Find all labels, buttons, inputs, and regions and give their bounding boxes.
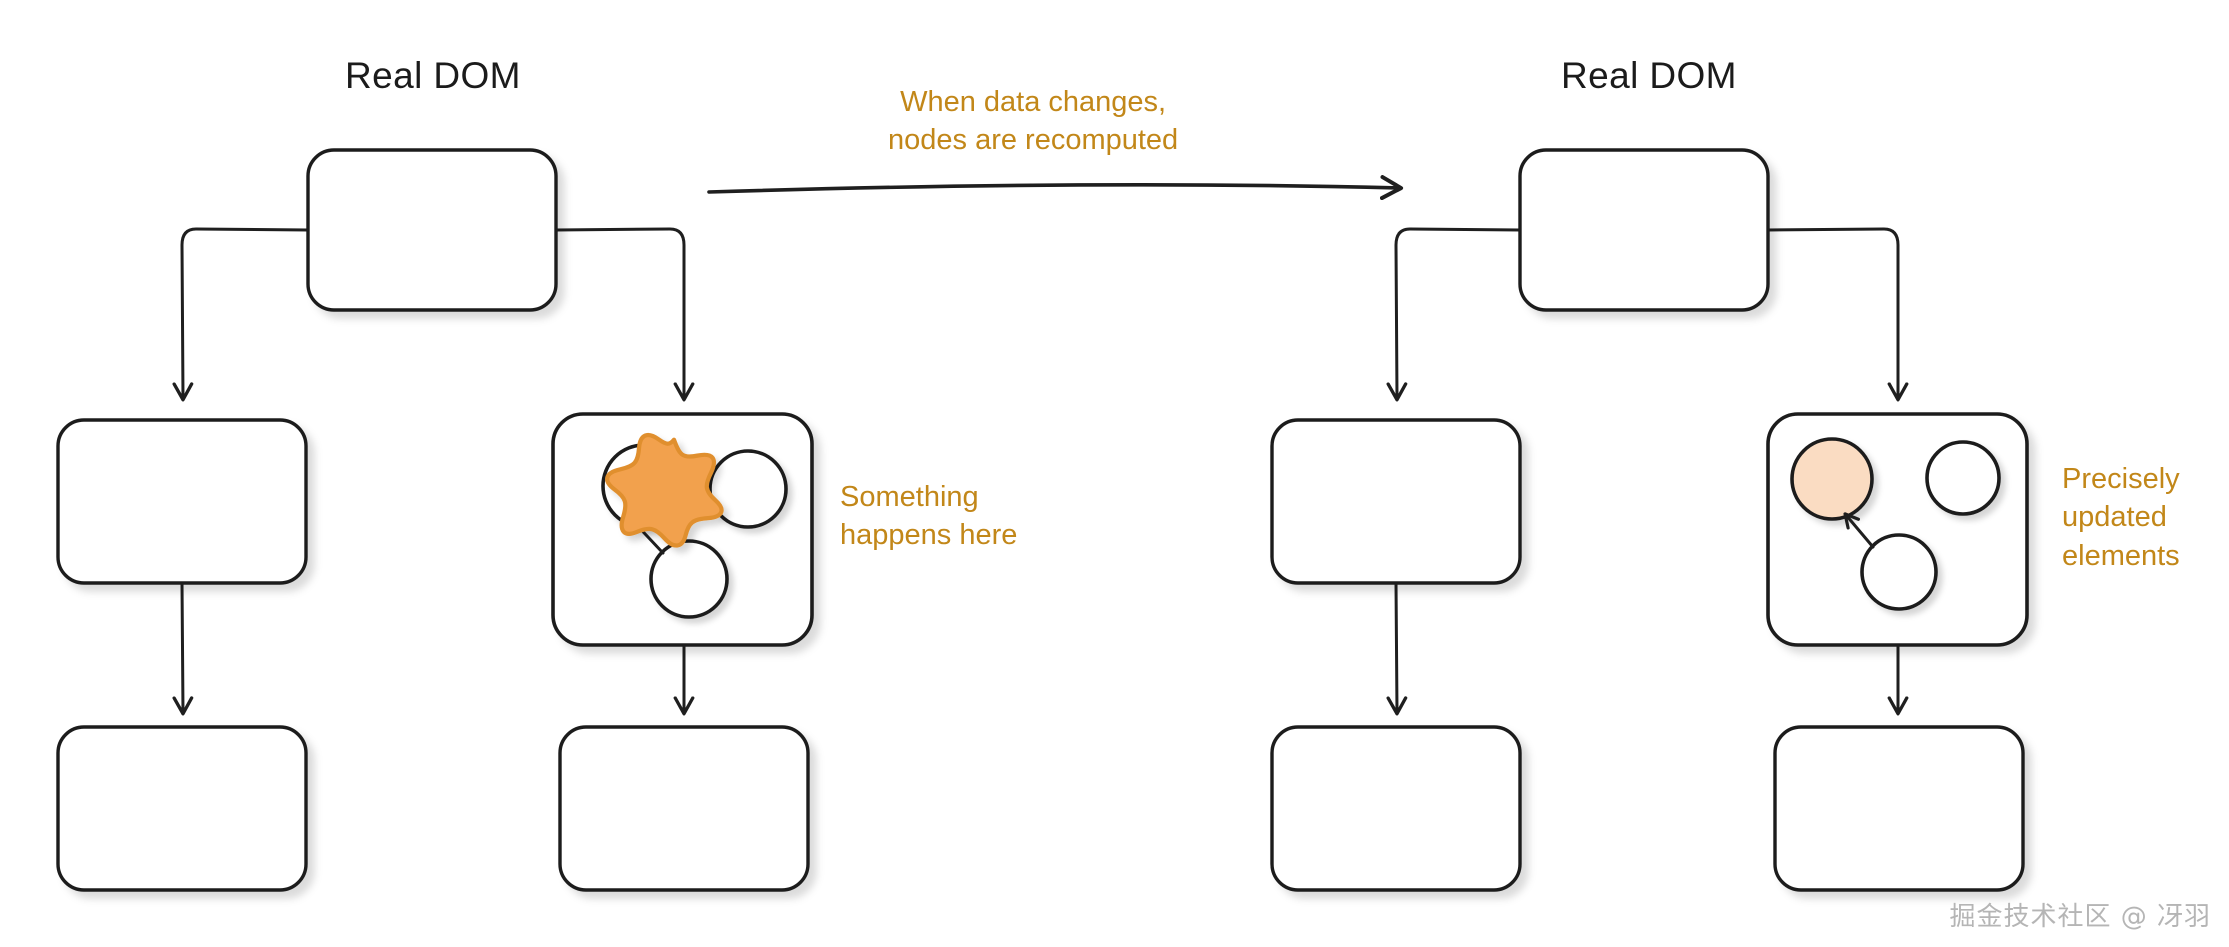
right-circle-bottom[interactable]: [1860, 533, 1938, 611]
transition-arrow: [707, 175, 1404, 201]
left-tree-group: [56, 148, 814, 892]
connector-left-child-a-to-leaf-a: [172, 581, 194, 716]
star-marker-icon: [605, 432, 724, 548]
right-circle-top-right[interactable]: [1925, 440, 2001, 516]
transition-annotation: When data changes, nodes are recomputed: [888, 86, 1179, 157]
left-root-box[interactable]: [306, 148, 558, 312]
left-circle-top-right[interactable]: [708, 449, 788, 529]
connector-left-root-to-child-a: [172, 227, 310, 402]
right-root-box[interactable]: [1518, 148, 1770, 312]
left-annotation: Something happens here: [840, 481, 1018, 552]
connector-right-child-a-to-leaf-a: [1386, 581, 1408, 716]
right-tree-title: Real DOM: [1561, 55, 1737, 96]
right-leaf-a-box[interactable]: [1270, 725, 1522, 892]
right-annotation: Precisely updated elements: [2062, 463, 2180, 572]
right-tree-group: [1270, 148, 2029, 892]
right-circle-top-left-updated[interactable]: [1790, 437, 1874, 521]
left-circle-bottom[interactable]: [649, 539, 729, 619]
right-leaf-b-box[interactable]: [1773, 725, 2025, 892]
left-tree-title: Real DOM: [345, 55, 521, 96]
right-internal-arrow: [1843, 512, 1875, 549]
connector-right-root-to-child-b: [1766, 227, 1909, 402]
transition-arrow-group: [707, 175, 1404, 201]
watermark: 掘金技术社区 @ 冴羽: [1949, 902, 2211, 932]
connector-left-root-to-child-b: [554, 227, 695, 402]
connector-right-root-to-child-a: [1386, 227, 1522, 402]
left-child-a-box[interactable]: [56, 418, 308, 585]
left-leaf-b-box[interactable]: [558, 725, 810, 892]
left-leaf-a-box[interactable]: [56, 725, 308, 892]
right-child-a-box[interactable]: [1270, 418, 1522, 585]
